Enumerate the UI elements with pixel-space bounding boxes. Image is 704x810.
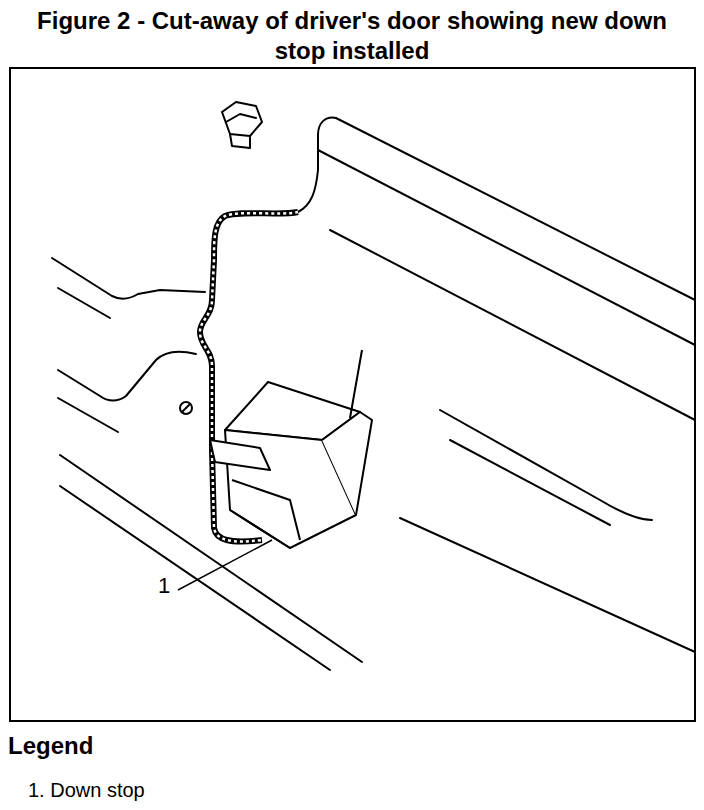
legend-item: 1. Down stop — [28, 778, 145, 802]
callout-number: 1 — [156, 574, 172, 598]
door-structure — [52, 102, 695, 670]
figure-frame — [10, 68, 695, 721]
down-stop — [210, 350, 372, 548]
legend-heading: Legend — [8, 732, 93, 760]
figure-title: Figure 2 - Cut-away of driver's door sho… — [22, 6, 682, 66]
leader-line — [178, 540, 272, 590]
